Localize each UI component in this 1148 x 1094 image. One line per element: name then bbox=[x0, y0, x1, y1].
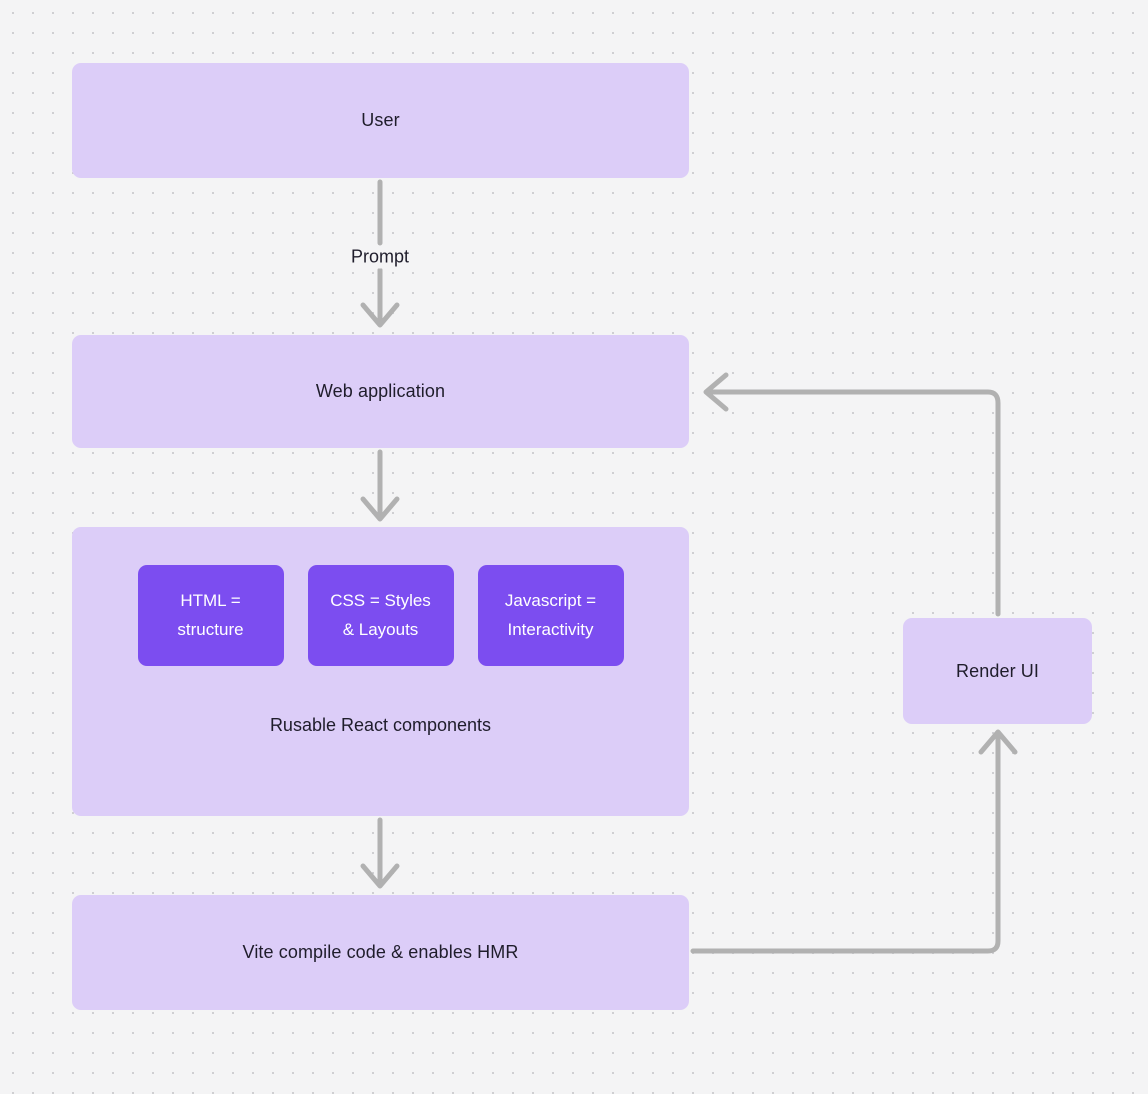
node-react-components-group-label: Rusable React components bbox=[269, 715, 492, 735]
chip-html[interactable]: HTML = structure bbox=[137, 565, 284, 666]
node-web-application-label: Web application bbox=[315, 381, 446, 402]
chip-javascript-line2: Interactivity bbox=[507, 619, 594, 639]
edge-render-to-webapp[interactable] bbox=[703, 372, 1001, 617]
edge-vite-to-render[interactable] bbox=[690, 729, 1018, 954]
chip-html-line1: HTML = bbox=[180, 590, 241, 610]
node-vite-label: Vite compile code & enables HMR bbox=[242, 942, 519, 963]
chip-css[interactable]: CSS = Styles & Layouts bbox=[307, 565, 454, 666]
node-user[interactable]: User bbox=[72, 63, 689, 178]
node-react-components-group[interactable]: HTML = structure CSS = Styles & Layouts Ja… bbox=[72, 527, 689, 816]
chip-css-line2: & Layouts bbox=[342, 619, 419, 639]
edge-group-to-vite[interactable] bbox=[360, 817, 400, 889]
chip-javascript[interactable]: Javascript = Interactivity bbox=[477, 565, 624, 666]
chip-css-line1: CSS = Styles bbox=[330, 590, 431, 610]
node-user-label: User bbox=[361, 110, 400, 131]
node-render-ui[interactable]: Render UI bbox=[903, 618, 1092, 724]
chip-css-label: CSS = Styles & Layouts bbox=[330, 587, 431, 645]
node-vite[interactable]: Vite compile code & enables HMR bbox=[72, 895, 689, 1010]
chip-row: HTML = structure CSS = Styles & Layouts Ja… bbox=[72, 565, 689, 666]
chip-html-label: HTML = structure bbox=[177, 587, 243, 645]
chip-javascript-line1: Javascript = bbox=[504, 590, 597, 610]
edge-webapp-to-group[interactable] bbox=[360, 449, 400, 522]
chip-html-line2: structure bbox=[177, 619, 244, 639]
node-web-application[interactable]: Web application bbox=[72, 335, 689, 448]
edge-label-prompt: Prompt bbox=[343, 245, 417, 269]
chip-javascript-label: Javascript = Interactivity bbox=[505, 587, 596, 645]
node-render-ui-label: Render UI bbox=[956, 660, 1039, 681]
